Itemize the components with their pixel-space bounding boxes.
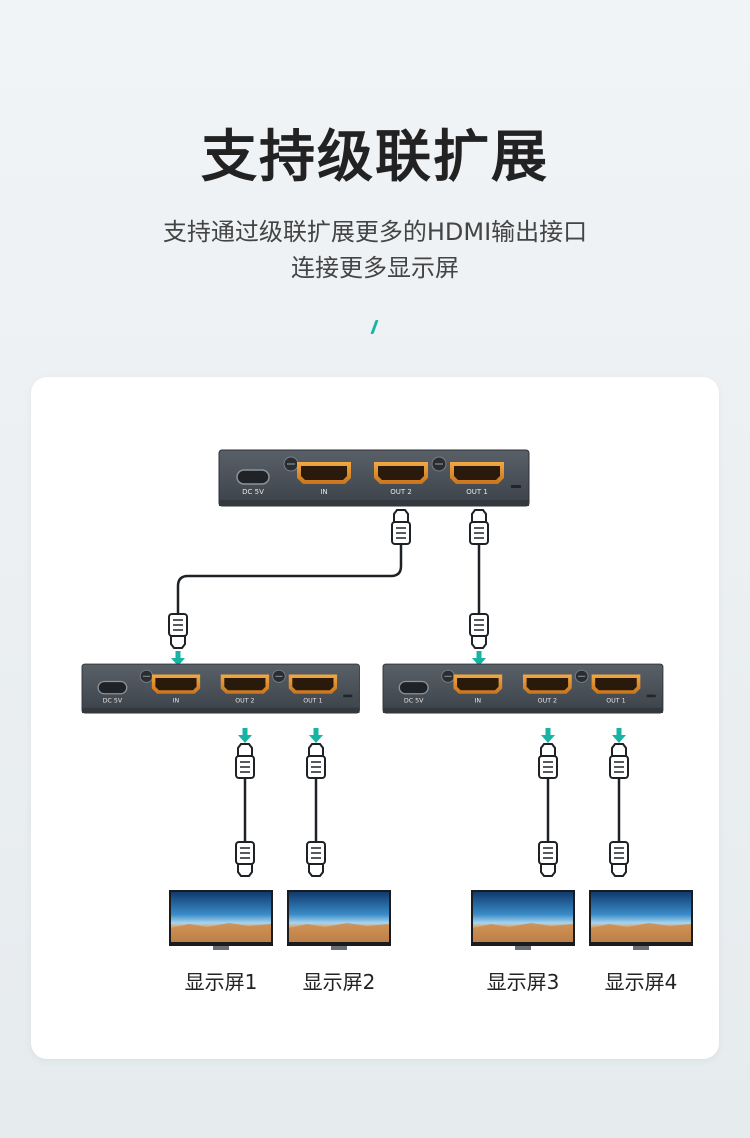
in-label-right: IN	[475, 698, 482, 705]
cable-top-to-left	[168, 509, 411, 649]
screen-4-tv	[589, 890, 693, 950]
cable-to-screen-3	[538, 728, 558, 877]
subtitle-line-2: 连接更多显示屏	[291, 254, 459, 282]
screen-label-4: 显示屏4	[604, 970, 678, 994]
out2-label-top: OUT 2	[390, 488, 412, 496]
out1-label-left: OUT 1	[303, 698, 322, 705]
splitter-top: DC 5V IN OUT 2 OUT 1	[218, 449, 530, 507]
out2-label-left: OUT 2	[235, 698, 254, 705]
power-label-left: DC 5V	[103, 698, 123, 705]
splitter-right: DC 5V IN OUT 2 OUT 1	[382, 663, 664, 714]
screen-3-tv	[471, 890, 575, 950]
out2-label-right: OUT 2	[538, 698, 558, 705]
screen-2-tv	[287, 890, 391, 950]
splitter-left: DC 5V IN OUT 2 OUT 1	[81, 663, 361, 714]
screen-label-3: 显示屏3	[486, 970, 560, 994]
in-label-left: IN	[173, 698, 180, 705]
power-label-right: DC 5V	[404, 698, 424, 705]
cable-to-screen-2	[306, 728, 326, 877]
page-title: 支持级联扩展	[201, 125, 549, 190]
cable-top-to-right	[469, 509, 489, 649]
screen-1-tv	[169, 890, 273, 950]
cable-to-screen-4	[609, 728, 629, 877]
power-label-top: DC 5V	[242, 488, 264, 496]
out1-label-right: OUT 1	[606, 698, 626, 705]
subtitle-line-1: 支持通过级联扩展更多的HDMI输出接口	[162, 218, 588, 246]
cable-to-screen-1	[235, 728, 255, 877]
in-label-top: IN	[320, 488, 327, 496]
out1-label-top: OUT 1	[466, 488, 488, 496]
page-subtitle: 支持通过级联扩展更多的HDMI输出接口 连接更多显示屏	[0, 214, 750, 286]
screen-label-1: 显示屏1	[184, 970, 258, 994]
screen-label-2: 显示屏2	[302, 970, 376, 994]
